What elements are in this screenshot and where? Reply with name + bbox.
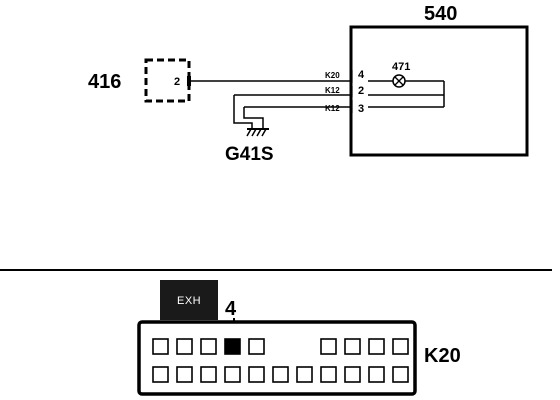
connector-pin — [152, 338, 169, 355]
pin-3-label: 3 — [358, 103, 364, 115]
component-416-pin: 2 — [174, 76, 180, 88]
connector-pin — [392, 338, 409, 355]
wire-k20-circuit: K20 — [325, 71, 340, 80]
connector-pin — [272, 366, 289, 383]
exh-tag — [160, 280, 218, 320]
connector-k20-body — [137, 320, 417, 396]
pin-terminal — [187, 76, 191, 86]
ground-wire — [233, 95, 253, 128]
module-540-label: 540 — [424, 3, 457, 25]
connector-pin-highlighted — [224, 338, 241, 355]
connector-pin — [176, 366, 193, 383]
connector-pin — [200, 366, 217, 383]
component-416-box — [144, 58, 191, 103]
connector-pin — [320, 366, 337, 383]
bulb-471-icon — [392, 74, 406, 88]
connector-pin — [344, 338, 361, 355]
connector-pin — [248, 366, 265, 383]
connector-k20-label: K20 — [424, 345, 461, 367]
connector-pin — [152, 366, 169, 383]
connector-pin — [248, 338, 265, 355]
ground-icon — [246, 128, 269, 137]
pin-callout-label: 4 — [225, 298, 237, 320]
connector-pin — [368, 338, 385, 355]
exh-tag-label: EXH — [177, 295, 201, 307]
connector-pin-row-bottom — [152, 366, 409, 383]
connector-pin — [368, 366, 385, 383]
bulb-471-label: 471 — [392, 61, 410, 73]
module-540-box — [349, 25, 529, 157]
connector-pin — [224, 366, 241, 383]
ground-g41s-label: G41S — [225, 144, 274, 165]
connector-pin — [320, 338, 337, 355]
wire-k12-pin2-circuit: K12 — [325, 86, 340, 95]
connector-pin-row-top — [152, 338, 409, 355]
connector-pin — [392, 366, 409, 383]
connector-pin — [344, 366, 361, 383]
wire-k12-pin3-circuit: K12 — [325, 104, 340, 113]
connector-pin — [296, 366, 313, 383]
pin-4-label: 4 — [358, 69, 365, 81]
connector-pin — [200, 338, 217, 355]
ground-wire — [243, 107, 264, 128]
pin-2-label: 2 — [358, 85, 364, 97]
component-416-label: 416 — [88, 71, 121, 93]
connector-pin — [176, 338, 193, 355]
